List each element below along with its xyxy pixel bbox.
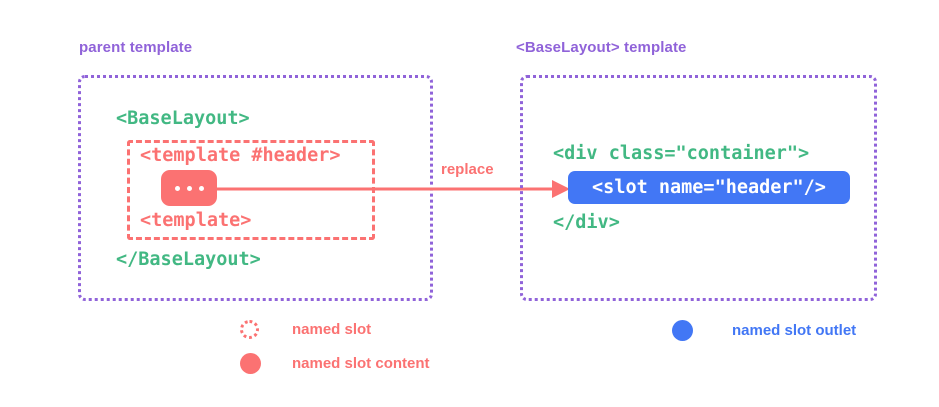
filled-circle-icon [240, 353, 261, 374]
code-div-close-tag: </div> [553, 212, 620, 233]
ellipsis-dot-icon [186, 185, 192, 191]
dotted-circle-icon [240, 320, 259, 339]
legend-label-named-slot-content: named slot content [292, 355, 430, 372]
parent-template-title: parent template [79, 39, 193, 56]
legend-item-named-slot: named slot [240, 320, 371, 339]
named-slot-content-chip [161, 170, 217, 206]
legend-label-named-slot-outlet: named slot outlet [732, 322, 857, 339]
legend-item-named-slot-outlet: named slot outlet [672, 320, 856, 341]
code-template-close-tag: <template> [140, 210, 252, 231]
named-slot-outlet-pill: <slot name="header"/> [568, 171, 850, 204]
ellipsis-dot-icon [174, 185, 180, 191]
code-slot-outlet-tag: <slot name="header"/> [592, 177, 826, 198]
legend-swatch-wrap [240, 353, 292, 374]
base-layout-template-title: <BaseLayout> template [516, 39, 687, 56]
code-div-open-tag: <div class="container"> [553, 143, 810, 164]
legend-swatch-wrap [240, 320, 292, 339]
code-baselayout-close-tag: </BaseLayout> [116, 249, 261, 270]
filled-circle-icon [672, 320, 693, 341]
code-baselayout-open-tag: <BaseLayout> [116, 108, 250, 129]
replace-label: replace [441, 161, 494, 178]
legend-swatch-wrap [672, 320, 732, 341]
replace-arrow-icon [214, 180, 570, 198]
legend-label-named-slot: named slot [292, 321, 372, 338]
code-template-header-open-tag: <template #header> [140, 145, 341, 166]
legend-item-named-slot-content: named slot content [240, 353, 430, 374]
ellipsis-dot-icon [198, 185, 204, 191]
base-layout-template-panel [520, 75, 877, 301]
